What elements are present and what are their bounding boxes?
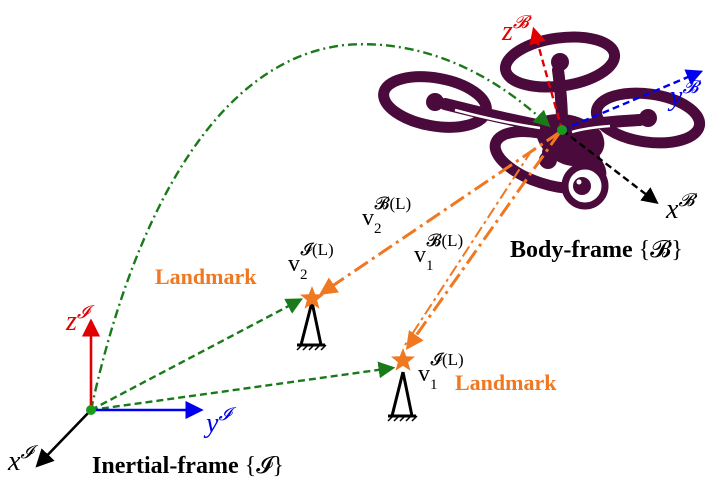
body-y-axis	[561, 69, 704, 132]
body-to-landmark-1-arrow	[405, 131, 562, 350]
inertial-to-landmark-2-arrow	[90, 298, 303, 412]
landmark-1-star-icon	[391, 348, 415, 371]
body-z-label: z𝓑	[501, 12, 532, 47]
body-y-label: y𝓑	[667, 77, 701, 112]
landmark-1-label: Landmark	[455, 370, 557, 395]
landmark-1	[387, 348, 418, 422]
landmark-2-tripod-icon	[297, 301, 325, 347]
body-vector-2-label: v2𝓑(L)	[362, 194, 411, 237]
body-to-landmark-1-arrow-secondary	[404, 149, 533, 346]
inertial-frame-title: Inertial-frame{𝓘}	[92, 453, 284, 479]
landmark-2	[296, 286, 327, 351]
inertial-y-label: y𝓘	[203, 404, 236, 439]
landmark-2-inertial-vector-label: v2𝓘(L)	[288, 240, 334, 283]
body-z-axis	[529, 26, 564, 131]
body-x-label: x𝓑	[665, 190, 697, 225]
inertial-origin-dot	[86, 405, 96, 415]
body-x-axis	[561, 129, 659, 205]
inertial-x-axis	[35, 409, 92, 468]
landmark-1-inertial-vector-label: v1𝓘(L)	[418, 350, 464, 393]
body-origin-dot	[557, 125, 567, 135]
landmark-2-label: Landmark	[155, 264, 257, 289]
inertial-to-landmark-1-arrow	[90, 361, 396, 412]
landmark-1-tripod-icon	[388, 371, 416, 418]
trajectory-curve	[89, 43, 551, 411]
body-frame-title: Body-frame{𝓑}	[510, 237, 683, 263]
landmark-2-star-icon	[300, 286, 324, 309]
rotor-ring-right	[590, 87, 706, 149]
body-vector-1-label: v1𝓑(L)	[414, 231, 463, 274]
body-to-landmark-2-arrow	[319, 130, 561, 296]
inertial-x-label: x𝓘	[7, 442, 38, 477]
